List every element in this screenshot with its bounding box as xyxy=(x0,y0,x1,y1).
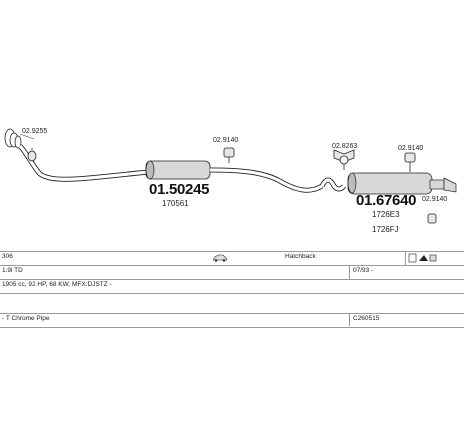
column-divider-2 xyxy=(349,313,350,326)
clamp-right-top-icon xyxy=(404,152,416,172)
clamp-right-low-icon xyxy=(427,213,437,224)
center-kit-icon xyxy=(333,149,355,170)
info-row-engine: 1.9l TD 07/93 - xyxy=(0,265,464,280)
clamp-left-icon xyxy=(27,148,37,162)
intermediate-pipe xyxy=(209,167,324,193)
mid-silencer-code: 01.50245 xyxy=(149,181,210,198)
exhaust-diagram xyxy=(4,128,457,224)
clamp-right-low-label: 02.9140 xyxy=(422,196,448,203)
column-divider xyxy=(349,265,350,279)
mid-silencer xyxy=(145,160,211,180)
center-kit-label: 02.8263 xyxy=(332,143,358,150)
rear-silencer-code: 01.67640 xyxy=(356,192,417,209)
front-flange xyxy=(4,128,22,149)
clamp-right-top-label: 02.9140 xyxy=(398,145,424,152)
date-from-text: 07/93 - xyxy=(353,267,374,274)
rear-silencer-oe-1: 1726E3 xyxy=(372,210,400,219)
info-row-model: 306 Hatchback xyxy=(0,251,464,266)
pipe-text: - T Chrome Pipe xyxy=(2,315,50,322)
mid-silencer-oe: 170561 xyxy=(162,199,189,208)
spec-text: 1905 cc, 92 HP, 68 KW, MFX:DJSTZ - xyxy=(2,281,112,288)
fitting-icon xyxy=(408,253,438,265)
info-row-pipe: - T Chrome Pipe C260515 xyxy=(0,313,464,328)
column-divider-3 xyxy=(405,251,406,265)
rear-silencer xyxy=(347,172,457,195)
body-type-text: Hatchback xyxy=(285,253,316,260)
engine-text: 1.9l TD xyxy=(2,267,23,274)
catalog-code-text: C260515 xyxy=(353,315,380,322)
clamp-mid-icon xyxy=(223,147,235,163)
clamp-left-label: 02.9255 xyxy=(22,128,48,135)
info-row-spec: 1905 cc, 92 HP, 68 KW, MFX:DJSTZ - xyxy=(0,279,464,294)
info-row-blank xyxy=(0,293,464,314)
model-text: 306 xyxy=(2,253,13,260)
rear-silencer-oe-2: 1726FJ xyxy=(372,225,399,234)
car-body-icon xyxy=(212,254,228,264)
clamp-mid-label: 02.9140 xyxy=(213,137,239,144)
